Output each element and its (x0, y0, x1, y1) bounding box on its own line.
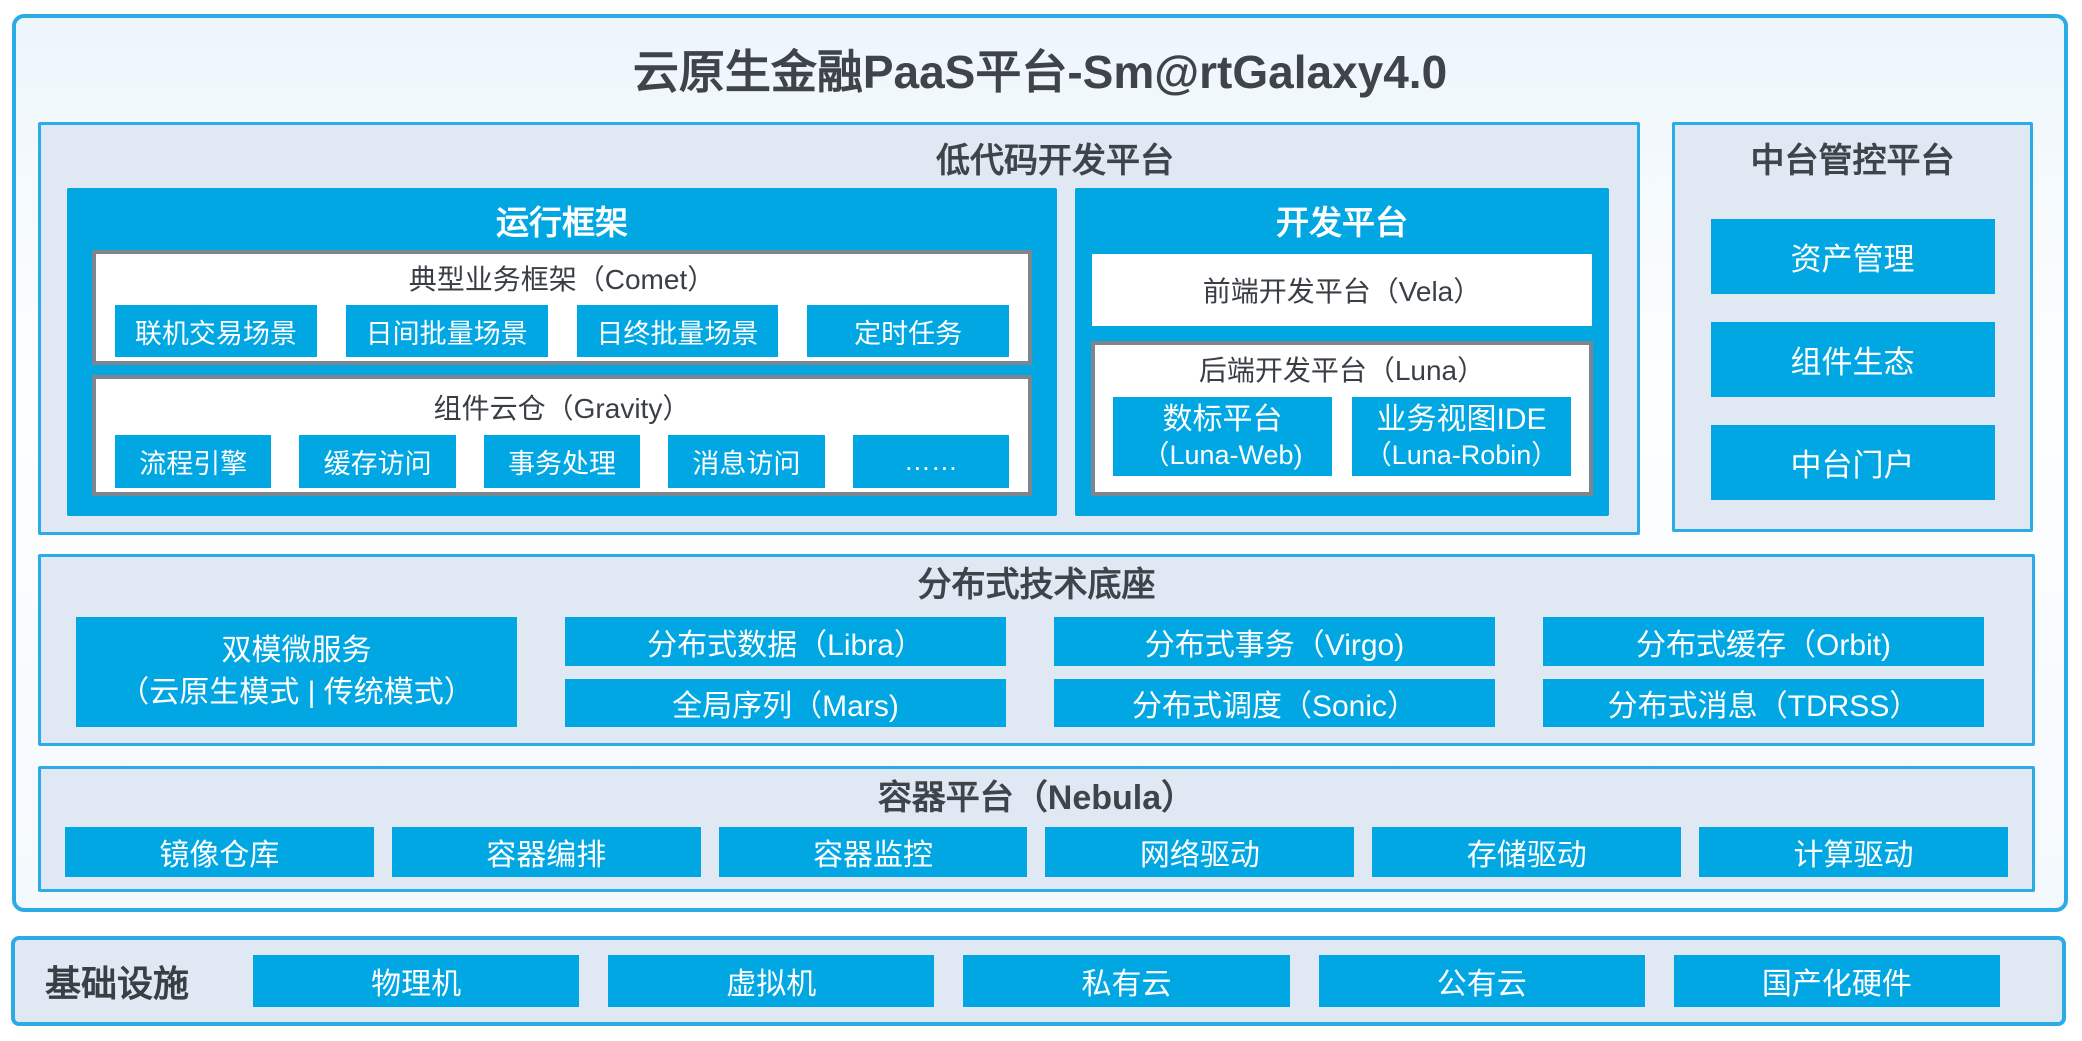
mgmt-platform-panel: 中台管控平台 资产管理 组件生态 中台门户 (1672, 122, 2033, 532)
chip-private-cloud: 私有云 (963, 955, 1290, 1007)
chip-container-orchestration: 容器编排 (391, 827, 701, 877)
luna-title: 后端开发平台（Luna） (1198, 355, 1486, 386)
lowcode-content-row: 运行框架 典型业务框架（Comet） 联机交易场景 日间批量场景 日终批量场景 … (67, 188, 1609, 516)
box-distributed-data: 分布式数据（Libra） (565, 617, 1006, 666)
chip-virtual-machine: 虚拟机 (608, 955, 935, 1007)
chip-storage-driver: 存储驱动 (1372, 827, 1682, 877)
chip-compute-driver: 计算驱动 (1699, 827, 2008, 877)
dual-mode-line1: 双模微服务 (221, 634, 372, 667)
chip-luna-robin-line1: 业务视图IDE (1376, 403, 1547, 436)
lowcode-platform-panel: 低代码开发平台 运行框架 典型业务框架（Comet） 联机交易场景 日间批量场景… (38, 122, 1640, 535)
container-platform-panel: 容器平台（Nebula） 镜像仓库 容器编排 容器监控 网络驱动 存储驱动 计算… (38, 766, 2035, 892)
chip-luna-web-line1: 数标平台 (1162, 403, 1283, 436)
chip-luna-web: 数标平台 （Luna-Web) (1113, 397, 1332, 476)
box-dual-mode-microservice: 双模微服务 （云原生模式 | 传统模式） (76, 617, 517, 727)
run-framework-title: 运行框架 (496, 204, 628, 241)
chip-network-driver: 网络驱动 (1045, 827, 1355, 877)
chip-process-engine: 流程引擎 (115, 435, 272, 488)
luna-chip-row: 数标平台 （Luna-Web) 业务视图IDE （Luna-Robin） (1095, 397, 1589, 476)
gravity-box: 组件云仓（Gravity） 流程引擎 缓存访问 事务处理 消息访问 …… (92, 375, 1032, 496)
chip-public-cloud: 公有云 (1318, 955, 1645, 1007)
distributed-base-panel: 分布式技术底座 双模微服务 （云原生模式 | 传统模式） 分布式数据（Libra… (38, 554, 2035, 746)
dual-mode-line2: （云原生模式 | 传统模式） (119, 676, 474, 709)
comet-title: 典型业务框架（Comet） (408, 264, 716, 295)
infrastructure-label: 基础设施 (45, 963, 190, 1004)
distributed-base-title: 分布式技术底座 (917, 566, 1156, 604)
infrastructure-panel: 基础设施 物理机 虚拟机 私有云 公有云 国产化硬件 (11, 936, 2066, 1026)
chip-cache-access: 缓存访问 (299, 435, 456, 488)
comet-box: 典型业务框架（Comet） 联机交易场景 日间批量场景 日终批量场景 定时任务 (92, 250, 1032, 365)
chip-container-monitoring: 容器监控 (718, 827, 1028, 877)
box-distributed-message: 分布式消息（TDRSS） (1543, 679, 1984, 727)
chip-scheduled-task: 定时任务 (807, 305, 1009, 357)
chip-transaction-processing: 事务处理 (483, 435, 641, 488)
comet-chip-row: 联机交易场景 日间批量场景 日终批量场景 定时任务 (96, 305, 1028, 357)
button-component-ecosystem: 组件生态 (1710, 322, 1995, 397)
container-platform-title: 容器平台（Nebula） (877, 779, 1196, 817)
vela-box: 前端开发平台（Vela） (1092, 254, 1592, 326)
page-title: 云原生金融PaaS平台-Sm@rtGalaxy4.0 (632, 46, 1448, 98)
chip-daytime-batch: 日间批量场景 (345, 305, 548, 357)
chip-luna-robin: 业务视图IDE （Luna-Robin） (1352, 397, 1571, 476)
box-distributed-cache: 分布式缓存（Orbit) (1543, 617, 1984, 666)
lowcode-platform-title: 低代码开发平台 (936, 142, 1174, 180)
distributed-grid: 双模微服务 （云原生模式 | 传统模式） 分布式数据（Libra） 全局序列（M… (76, 617, 1984, 727)
gravity-chip-row: 流程引擎 缓存访问 事务处理 消息访问 …… (96, 435, 1028, 488)
gravity-title: 组件云仓（Gravity） (433, 393, 691, 424)
chip-physical-machine: 物理机 (253, 955, 580, 1007)
chip-message-access: 消息访问 (668, 435, 825, 488)
dev-platform-title: 开发平台 (1276, 204, 1408, 241)
infrastructure-chip-row: 物理机 虚拟机 私有云 公有云 国产化硬件 (253, 955, 2001, 1007)
box-global-sequence: 全局序列（Mars) (565, 679, 1006, 727)
chip-luna-robin-line2: （Luna-Robin） (1364, 440, 1559, 470)
chip-ellipsis: …… (852, 435, 1010, 488)
box-distributed-scheduling: 分布式调度（Sonic） (1054, 679, 1495, 727)
dev-platform-panel: 开发平台 前端开发平台（Vela） 后端开发平台（Luna） 数标平台 （Lun… (1075, 188, 1609, 516)
platform-wrapper: 云原生金融PaaS平台-Sm@rtGalaxy4.0 低代码开发平台 运行框架 … (12, 14, 2068, 912)
chip-domestic-hardware: 国产化硬件 (1673, 955, 2001, 1007)
box-distributed-transaction: 分布式事务（Virgo) (1054, 617, 1495, 666)
chip-image-registry: 镜像仓库 (65, 827, 374, 877)
container-chip-row: 镜像仓库 容器编排 容器监控 网络驱动 存储驱动 计算驱动 (41, 827, 2032, 877)
button-asset-management: 资产管理 (1710, 219, 1995, 294)
luna-box: 后端开发平台（Luna） 数标平台 （Luna-Web) 业务视图IDE （Lu… (1091, 341, 1593, 496)
chip-eod-batch: 日终批量场景 (576, 305, 779, 357)
mgmt-platform-title: 中台管控平台 (1750, 142, 1955, 180)
run-framework-panel: 运行框架 典型业务框架（Comet） 联机交易场景 日间批量场景 日终批量场景 … (67, 188, 1057, 516)
button-middle-platform-portal: 中台门户 (1710, 425, 1995, 500)
chip-luna-web-line2: （Luna-Web) (1142, 440, 1303, 470)
chip-online-transaction: 联机交易场景 (115, 305, 317, 357)
